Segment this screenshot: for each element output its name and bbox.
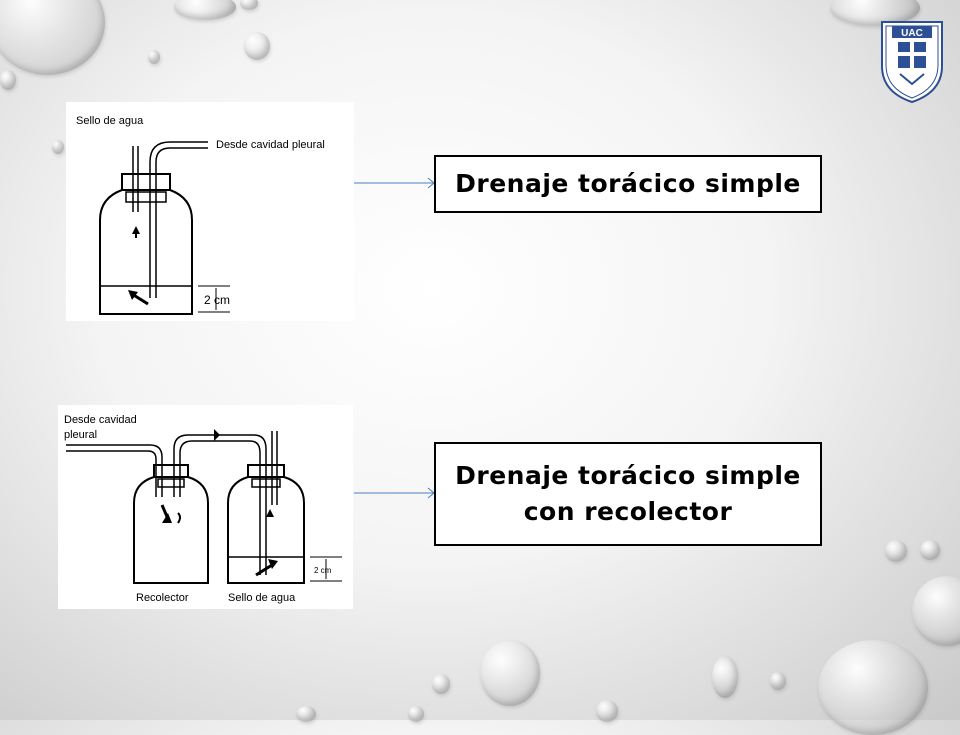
- water-drop-decoration: [920, 540, 940, 560]
- water-drop-decoration: [885, 540, 907, 562]
- water-drop-decoration: [240, 0, 258, 10]
- caption-simple-drainage: Drenaje torácico simple: [434, 155, 822, 213]
- pleural-source-label: Desde cavidad pleural: [216, 139, 325, 151]
- diagram-drainage-with-collector: 2 cm Desde cavidad pleural Recolector Se…: [58, 405, 353, 609]
- connector-arrow-1: [354, 177, 435, 189]
- water-drop-decoration: [0, 0, 105, 75]
- caption-drainage-with-collector-line1: Drenaje torácico simple: [455, 460, 801, 490]
- connector-arrow-2: [354, 487, 435, 499]
- water-drop-decoration: [0, 70, 16, 90]
- caption-simple-drainage-text: Drenaje torácico simple: [455, 168, 801, 198]
- water-drop-decoration: [296, 706, 316, 722]
- water-drop-decoration: [52, 140, 64, 154]
- water-drop-decoration: [244, 32, 270, 60]
- pleural-source-label-line1: Desde cavidad: [64, 414, 137, 426]
- collector-label: Recolector: [136, 592, 189, 604]
- water-drop-decoration: [480, 640, 540, 706]
- water-drop-decoration: [408, 706, 424, 722]
- water-seal-label: Sello de agua: [228, 592, 296, 604]
- water-drop-decoration: [174, 0, 236, 20]
- uac-crest-icon: UAC: [881, 21, 943, 104]
- water-seal-bottle-drawing: 2 cm Sello de agua Desde cavidad pleural: [76, 115, 325, 315]
- water-drop-decoration: [596, 700, 618, 722]
- water-drop-decoration: [770, 672, 786, 690]
- water-drop-decoration: [712, 656, 738, 698]
- uac-logo: UAC: [876, 18, 948, 104]
- pleural-source-label-line2: pleural: [64, 429, 97, 441]
- collector-and-seal-bottles-drawing: 2 cm Desde cavidad pleural Recolector Se…: [64, 414, 342, 604]
- water-drop-decoration: [432, 674, 450, 694]
- measure-label: 2 cm: [204, 293, 230, 307]
- water-seal-label: Sello de agua: [76, 115, 144, 127]
- measure-label: 2 cm: [314, 566, 332, 575]
- water-drop-decoration: [148, 50, 160, 64]
- diagram-simple-drainage: 2 cm Sello de agua Desde cavidad pleural: [66, 102, 354, 321]
- water-drop-decoration: [912, 576, 960, 646]
- logo-text: UAC: [901, 28, 923, 39]
- caption-drainage-with-collector: Drenaje torácico simple con recolector: [434, 442, 822, 546]
- water-drop-decoration: [818, 640, 928, 735]
- caption-drainage-with-collector-line2: con recolector: [523, 497, 733, 526]
